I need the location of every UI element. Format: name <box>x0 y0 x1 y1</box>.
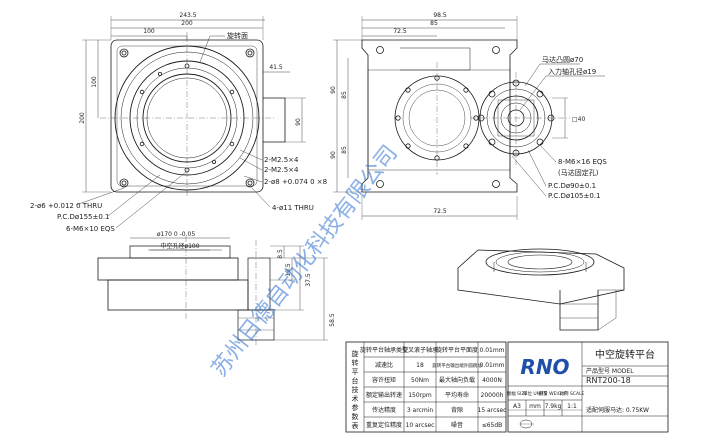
dim-v200: 200 <box>79 112 86 124</box>
unit-label: 单位 UNITS <box>523 390 547 397</box>
rno-logo: RNO <box>520 355 569 379</box>
label-thru-left: 2-ø6 +0.012 0 THRU <box>30 202 102 210</box>
label-thru-right: 4-ø11 THRU <box>272 204 314 212</box>
dim-41-5: 41.5 <box>269 64 283 71</box>
dim-side-v90: 90 <box>330 86 337 94</box>
dim-85: 85 <box>430 20 438 27</box>
table-r1-c4: 0.01mm <box>479 347 504 354</box>
label-center-hole: 中空孔径ø100 <box>160 242 199 250</box>
dim-19-5: 19.5 <box>285 263 292 277</box>
label-motor-hole: (马达固定孔) <box>558 168 599 177</box>
unit-value: mm <box>529 403 541 410</box>
front-side-tab <box>263 97 286 143</box>
dim-v100: 100 <box>91 76 98 88</box>
dim-side-v85: 85 <box>341 91 348 99</box>
table-r3-c3: 最大轴向负载 <box>439 376 475 384</box>
product-name: 中空旋转平台 <box>595 348 655 361</box>
label-pcd90: P.C.Dø90±0.1 <box>548 182 596 190</box>
table-r2-c4: 0.01mm <box>479 362 504 369</box>
weight-label: 重量 WEIGHT <box>539 390 568 397</box>
dim-72-5-bottom: 72.5 <box>433 208 447 215</box>
dim-200: 200 <box>181 20 193 27</box>
parameter-table <box>345 341 507 433</box>
label-motor-flange: 马达凸圆ø70 <box>542 55 583 64</box>
table-r1-c2: 交叉滚子轴承 <box>402 346 438 354</box>
dim-72-5-top: 72.5 <box>393 28 407 35</box>
table-r1-c3: 旋转平台平面度 <box>436 346 478 354</box>
weight-value: 7.9kg <box>545 403 562 410</box>
dim-58-5: 58.5 <box>329 313 336 327</box>
table-r6-c1: 重复定位精度 <box>366 421 402 429</box>
section-flange <box>97 257 239 281</box>
table-r3-c4: 4000N <box>482 377 502 384</box>
table-r6-c3: 噪音 <box>451 421 463 429</box>
table-r2-c3: 旋转平台输出端外圆跳动 <box>432 362 482 369</box>
dim-8-5: 8.5 <box>277 249 284 259</box>
table-r5-c3: 背隙 <box>451 406 463 414</box>
label-m2-1: 2-M2.5×4 <box>264 156 299 164</box>
label-pcd105: P.C.Dø105±0.1 <box>548 192 601 200</box>
table-r2-c1: 减速比 <box>375 361 393 369</box>
table-side-title: 旋转平台技术参数表 <box>351 349 359 431</box>
table-r4-c3: 平均寿命 <box>445 391 469 399</box>
table-r5-c1: 传达精度 <box>372 406 396 414</box>
table-r4-c1: 额定输出转速 <box>366 391 402 399</box>
table-r6-c2: 10 arcsec <box>406 422 435 429</box>
table-r6-c4: ≤65dB <box>482 422 503 429</box>
table-r5-c2: 3 arcmin <box>407 407 434 414</box>
dim-100: 100 <box>143 28 155 35</box>
isometric-view <box>457 248 625 331</box>
dim-243-5: 243.5 <box>179 12 196 19</box>
front-view <box>75 16 306 229</box>
model-number: RNT200-18 <box>586 376 631 385</box>
table-r5-c4: 15 arcsec <box>478 407 507 414</box>
dim-side-v85-b: 85 <box>341 146 348 154</box>
label-square-40: □40 <box>572 116 585 123</box>
iso-motor <box>559 290 599 331</box>
label-turntable: 旋转面 <box>227 31 248 40</box>
label-pcd155: P.C.Dø155±0.1 <box>57 213 110 221</box>
size-value: A3 <box>513 403 521 410</box>
table-r4-c4: 20000h <box>481 392 504 399</box>
label-m6-10: 6-M6×10 EQS <box>66 225 115 233</box>
dim-98-5: 98.5 <box>433 12 447 19</box>
dim-37-5: 37.5 <box>305 273 312 287</box>
dim-90: 90 <box>295 118 302 126</box>
label-pin-hole: 2-ø8 +0.074 0 ×8 <box>264 178 327 186</box>
table-r3-c2: 50Nm <box>411 377 429 384</box>
label-m6-16: 8-M6×16 EQS <box>558 158 607 166</box>
label-m2-2: 2-M2.5×4 <box>264 166 299 174</box>
scale-label: 比例 SCALE <box>560 390 585 397</box>
section-body <box>107 279 249 311</box>
label-d170: ø170 0 -0.05 <box>157 231 195 238</box>
model-label: 产品型号 MODEL <box>586 367 634 375</box>
table-r2-c2: 18 <box>416 362 424 369</box>
table-r3-c1: 容许扭矩 <box>372 376 396 384</box>
label-input-bore: 入力轴孔径ø19 <box>548 67 596 76</box>
motor-note: 适配伺服马达: 0.75KW <box>586 406 649 414</box>
side-body <box>361 39 518 193</box>
iso-base <box>457 249 625 305</box>
title-block <box>507 341 669 433</box>
section-view <box>97 236 328 345</box>
side-view <box>333 16 605 220</box>
dim-side-v90-b: 90 <box>330 151 337 159</box>
table-r1-c1: 旋转平台轴承类型 <box>360 346 408 354</box>
table-r4-c2: 150rpm <box>408 392 432 399</box>
scale-value: 1:1 <box>567 403 577 410</box>
size-label: 图幅 SIZE <box>507 390 528 397</box>
